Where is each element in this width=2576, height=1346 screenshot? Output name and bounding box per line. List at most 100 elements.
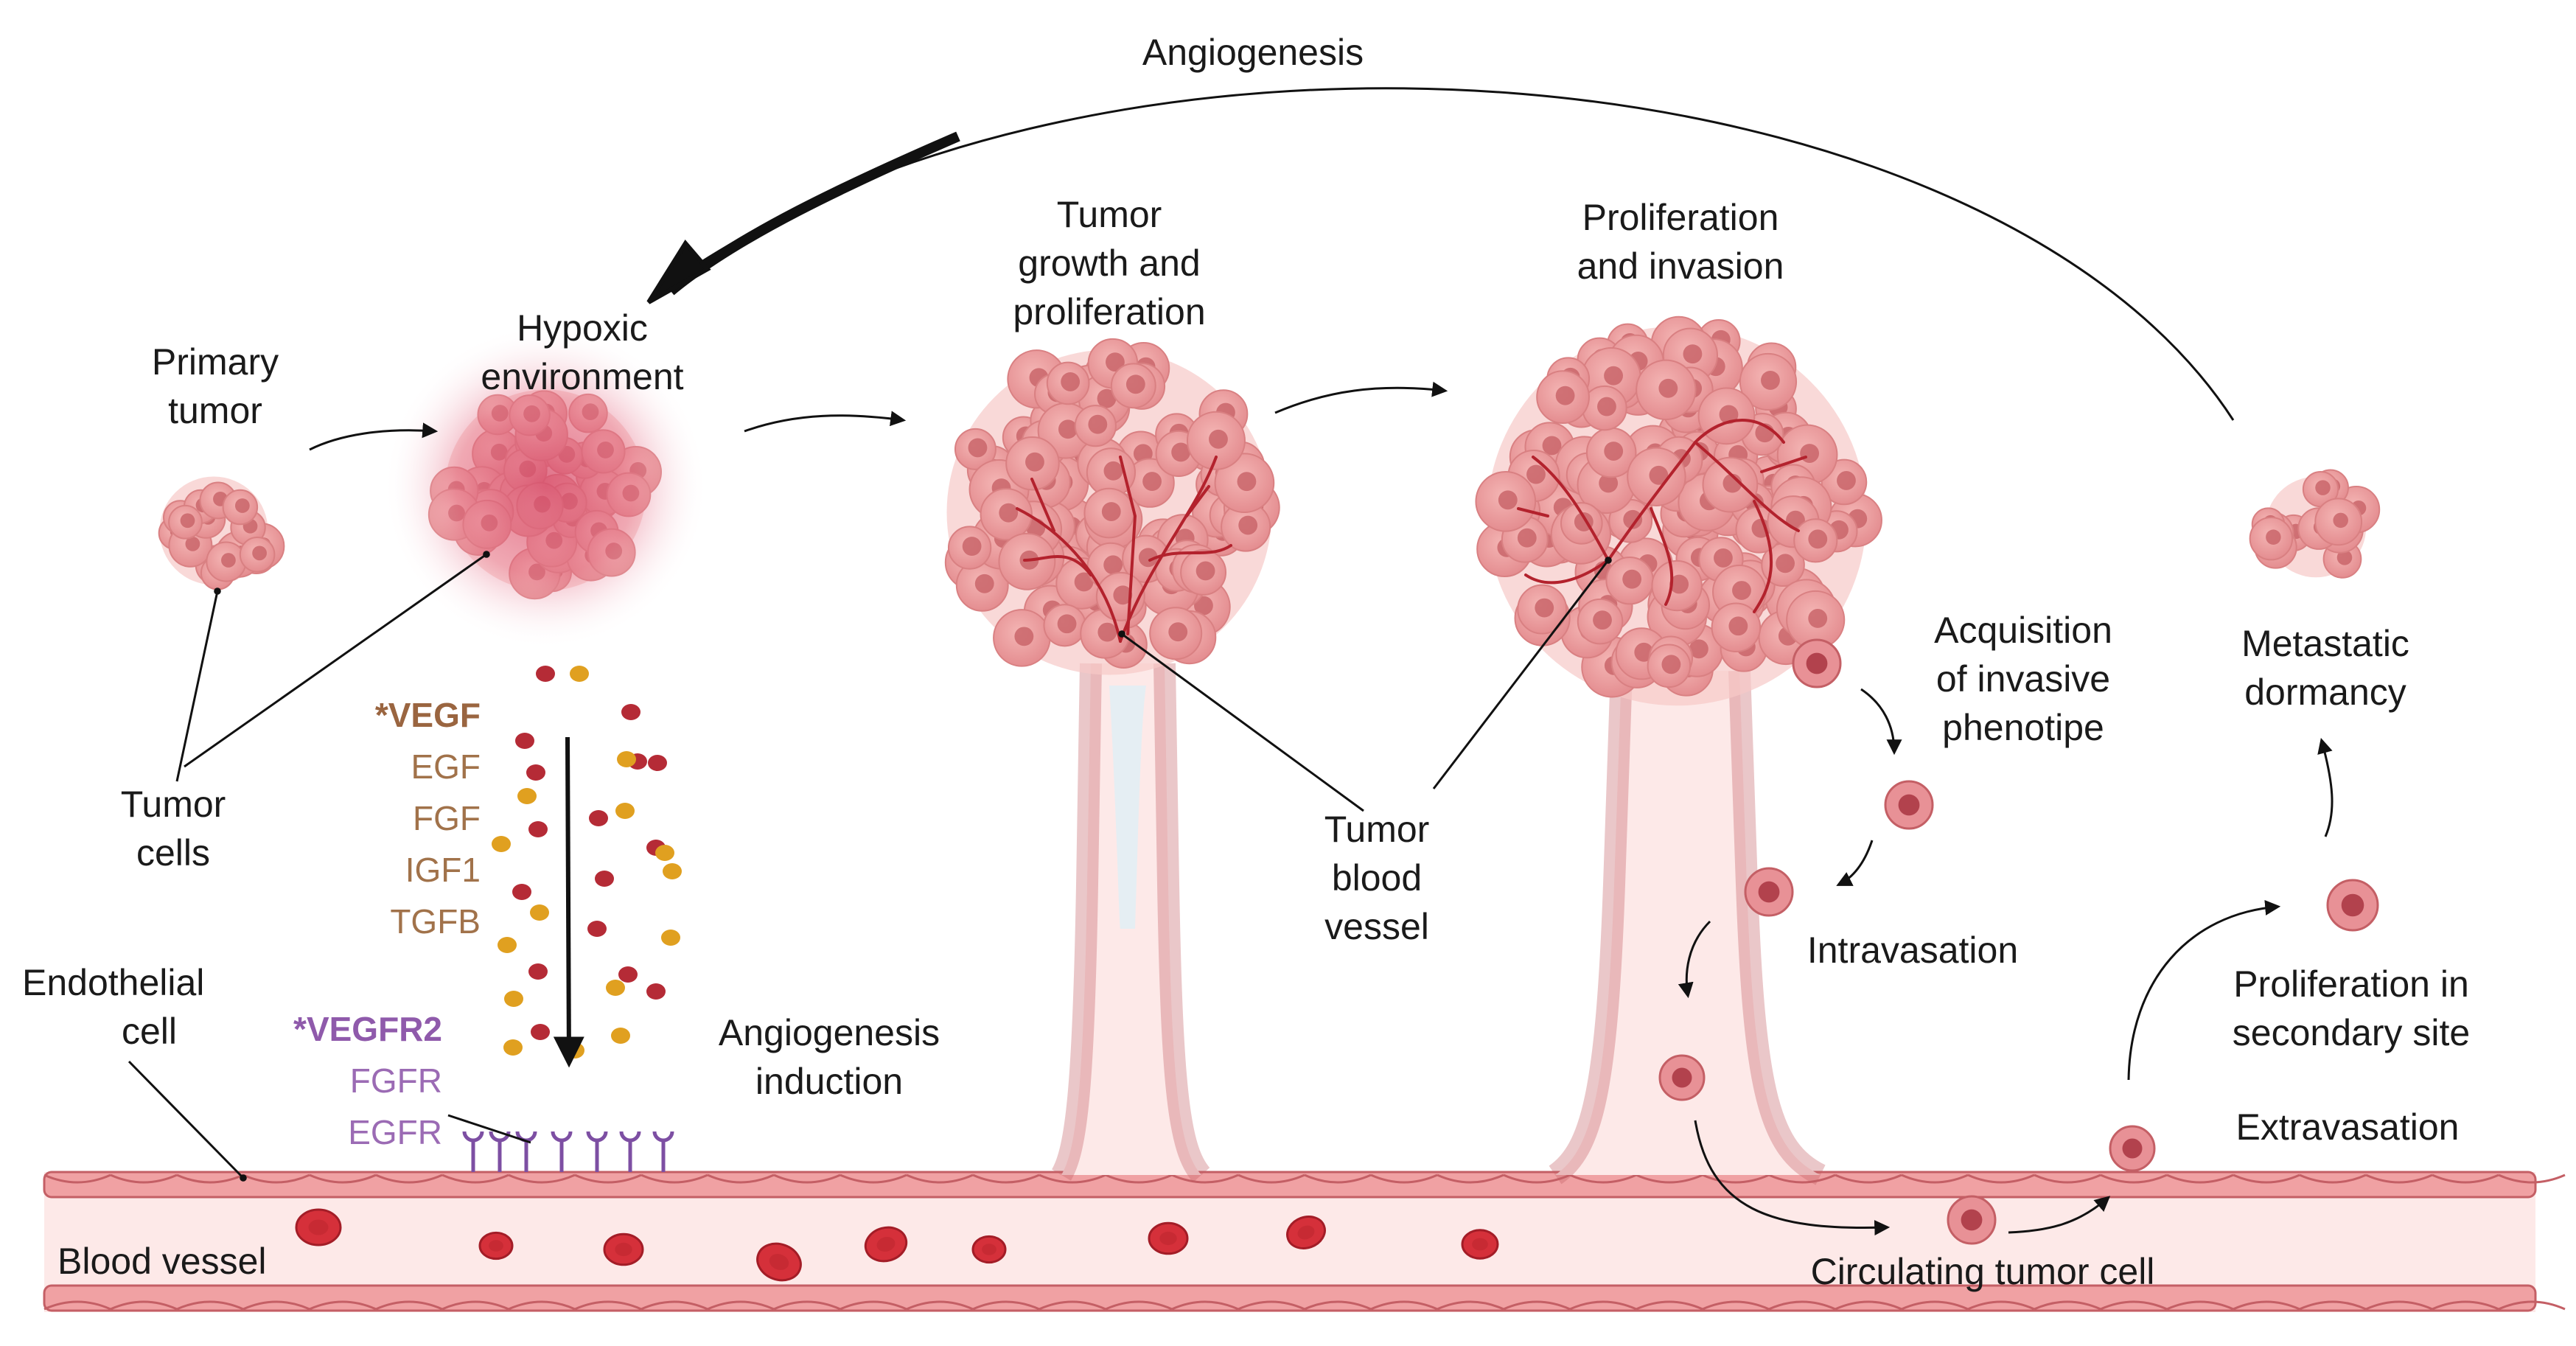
cell-nucleus	[1113, 585, 1133, 605]
cell-nucleus	[1074, 572, 1094, 592]
ligand-particle	[528, 821, 548, 837]
cell-nucleus	[1097, 622, 1117, 642]
cell-nucleus	[1171, 442, 1191, 462]
endothelial-segment	[1370, 1174, 1438, 1184]
cell-nucleus	[1808, 609, 1828, 628]
endothelial-segment	[1503, 1300, 1571, 1311]
ligand-particle	[646, 983, 666, 1000]
endothelial-segment	[1967, 1174, 2035, 1184]
ligand-particle	[503, 1039, 523, 1056]
cell-nucleus	[185, 536, 200, 551]
circulation-arrow	[1694, 1120, 1891, 1236]
cell-nucleus	[1634, 642, 1654, 662]
endothelial-segment	[1636, 1174, 1703, 1184]
cell-nucleus	[221, 553, 236, 568]
cell-nucleus	[1014, 627, 1034, 646]
ligand-particle	[587, 921, 607, 937]
cell-nucleus	[1658, 378, 1678, 398]
cell-nucleus	[1593, 610, 1612, 630]
endothelial-segment	[1901, 1174, 1969, 1184]
receptor	[619, 1131, 641, 1143]
cell-nucleus	[1025, 452, 1044, 472]
endothelial-segment	[1370, 1300, 1438, 1311]
endothelial-segment	[441, 1300, 509, 1311]
primary-tumor	[158, 476, 285, 590]
receptor-label-egfr: EGFR	[348, 1113, 442, 1151]
cell-nucleus	[1599, 473, 1619, 493]
cell-nucleus	[2266, 529, 2281, 545]
cell-nucleus	[1604, 442, 1624, 461]
ligand-particle	[595, 871, 614, 887]
endothelial-segment	[1039, 1300, 1106, 1311]
cell-nucleus	[1105, 352, 1125, 372]
endothelial-segment	[242, 1174, 310, 1184]
endothelial-segment	[1171, 1300, 1239, 1311]
endothelial-segment	[2233, 1174, 2300, 1184]
ligand-particle	[611, 1028, 630, 1044]
ligand-particle	[663, 863, 682, 879]
ligand-particle	[517, 788, 537, 804]
tumor-capillary	[1030, 478, 1055, 532]
cell-nucleus	[1800, 444, 1820, 463]
cell-nucleus	[1061, 372, 1081, 391]
tumor-capillary	[1185, 485, 1210, 517]
ligand-particle	[606, 980, 625, 996]
endothelial-segment	[508, 1174, 576, 1184]
cell-nucleus	[1808, 529, 1828, 549]
metastatic-tumor	[2249, 469, 2381, 579]
ligand-particle	[617, 751, 636, 767]
tumor-capillary	[1023, 555, 1092, 576]
ligand-particle	[589, 810, 608, 826]
endothelial-segment	[1503, 1174, 1571, 1184]
cell-nucleus	[1689, 639, 1708, 659]
cell-nucleus	[1209, 429, 1228, 449]
cell-nucleus	[1101, 502, 1121, 521]
ligand-label-fgf: FGF	[413, 799, 481, 837]
endothelial-segment	[176, 1300, 244, 1311]
cell-nucleus	[1057, 614, 1077, 634]
endothelial-segment	[1304, 1174, 1372, 1184]
red-blood-cell	[1286, 1216, 1326, 1249]
cell-nucleus	[1142, 472, 1162, 492]
endothelial-segment	[1437, 1300, 1504, 1311]
red-blood-cell	[1461, 1229, 1499, 1260]
ligand-particle	[621, 704, 640, 720]
hypoxic-glow	[383, 324, 708, 649]
endothelial-segment	[707, 1300, 775, 1311]
endothelial-segment	[2299, 1174, 2367, 1184]
tumor-capillary	[1119, 456, 1137, 635]
cell-nucleus	[999, 503, 1019, 523]
cell-nucleus	[2333, 512, 2348, 529]
ligand-particle	[655, 845, 674, 861]
process-arrows	[128, 87, 2334, 1236]
endothelial-segment	[1702, 1300, 1770, 1311]
endothelial-segment	[1768, 1300, 1836, 1311]
endothelial-segment	[242, 1300, 310, 1311]
tumor-capillary	[1524, 559, 1610, 585]
cell-nucleus	[1138, 548, 1158, 568]
endothelial-segment	[2100, 1300, 2168, 1311]
ligand-particles	[492, 666, 682, 1059]
cell-nucleus	[974, 573, 994, 593]
endothelial-segment	[2498, 1300, 2566, 1311]
cell-nucleus	[1103, 555, 1123, 575]
ligand-particle	[661, 930, 680, 946]
endothelial-segment	[1569, 1300, 1637, 1311]
endothelial-segment	[707, 1174, 775, 1184]
endothelial-segment	[1039, 1174, 1106, 1184]
cell-nucleus	[1622, 569, 1642, 589]
detached-cell-nucleus	[1898, 794, 1920, 816]
endothelial-segment	[840, 1174, 907, 1184]
endothelial-segment	[2498, 1174, 2566, 1184]
endothelial-segment	[309, 1174, 377, 1184]
endothelial-segment	[1835, 1300, 1902, 1311]
blood-vessel	[43, 1171, 2566, 1312]
ligand-particle	[648, 755, 667, 771]
ligand-particle	[515, 733, 534, 749]
ligand-label-igf1: IGF1	[405, 851, 481, 889]
